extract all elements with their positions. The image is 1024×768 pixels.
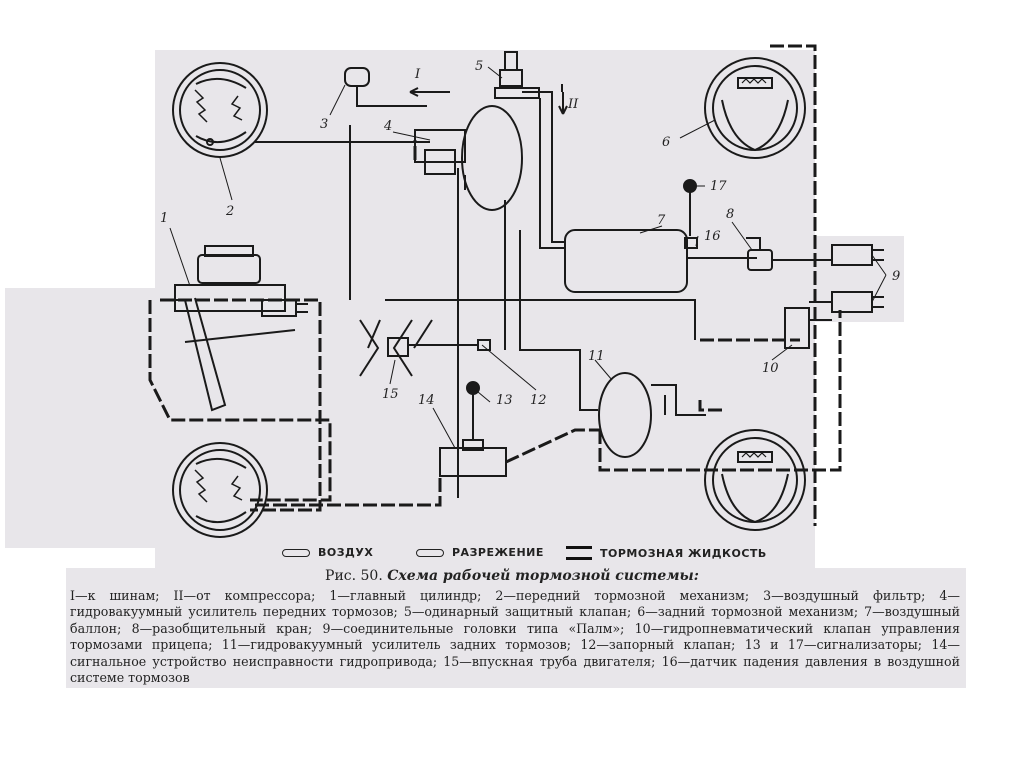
label-10: 10 (762, 361, 779, 376)
diagram-legend: ВОЗДУХ РАЗРЕЖЕНИЕ ТОРМОЗНАЯ ЖИДКОСТЬ (0, 546, 1024, 566)
label-16: 16 (704, 229, 721, 244)
figure-heading: Схема рабочей тормозной системы: (387, 568, 699, 584)
rear-hydrovacuum-booster (598, 372, 706, 458)
figure-caption: I—к шинам; II—от компрессора; 1—главный … (70, 588, 960, 686)
front-brake-mechanism (172, 62, 268, 158)
label-11: 11 (588, 349, 605, 364)
legend-air-swatch (282, 548, 310, 557)
rear-brake-mechanism (704, 57, 806, 159)
label-13: 13 (496, 393, 513, 408)
label-5: 5 (475, 59, 483, 74)
disconnect-tap (746, 237, 773, 271)
caption-paper (66, 568, 966, 688)
brake-system-diagram: 3 2 1 4 5 6 7 8 9 10 11 12 13 14 15 16 1… (148, 44, 900, 538)
label-14: 14 (418, 393, 435, 408)
legend-vacuum-swatch (416, 548, 444, 557)
rear-brake-mechanism-lower (704, 429, 806, 531)
label-4: 4 (383, 119, 392, 134)
label-8: 8 (726, 207, 734, 222)
diagram-paper-right (800, 236, 904, 322)
label-12: 12 (530, 393, 547, 408)
figure-title: Рис. 50. Схема рабочей тормозной системы… (0, 568, 1024, 584)
signaler-17 (683, 179, 697, 236)
label-9: 9 (892, 269, 900, 284)
diagram-paper-left (5, 288, 165, 548)
trailer-valve (784, 301, 832, 349)
legend-fluid-label: ТОРМОЗНАЯ ЖИДКОСТЬ (600, 546, 767, 560)
label-arrow-II: II (567, 97, 579, 112)
intake-pipe (359, 319, 433, 377)
legend-fluid: ТОРМОЗНАЯ ЖИДКОСТЬ (566, 546, 767, 560)
master-cylinder (165, 245, 308, 412)
legend-air-label: ВОЗДУХ (318, 546, 374, 559)
air-filter (344, 67, 427, 107)
label-15: 15 (382, 387, 399, 402)
label-2: 2 (225, 204, 234, 219)
figure-number: Рис. 50. (325, 568, 383, 584)
front-hydrovacuum-booster (414, 105, 523, 211)
label-1: 1 (160, 211, 168, 226)
label-arrow-I: I (414, 67, 421, 82)
legend-air: ВОЗДУХ (282, 546, 373, 559)
label-17: 17 (710, 179, 727, 194)
front-brake-mechanism-lower (172, 442, 268, 538)
legend-vacuum-label: РАЗРЕЖЕНИЕ (452, 546, 544, 559)
label-3: 3 (320, 117, 328, 132)
label-6: 6 (662, 135, 670, 150)
legend-vacuum: РАЗРЕЖЕНИЕ (416, 546, 544, 559)
air-tank (564, 229, 757, 293)
label-7: 7 (657, 213, 666, 228)
legend-fluid-swatch (566, 546, 592, 560)
shutoff-valve (408, 339, 491, 351)
